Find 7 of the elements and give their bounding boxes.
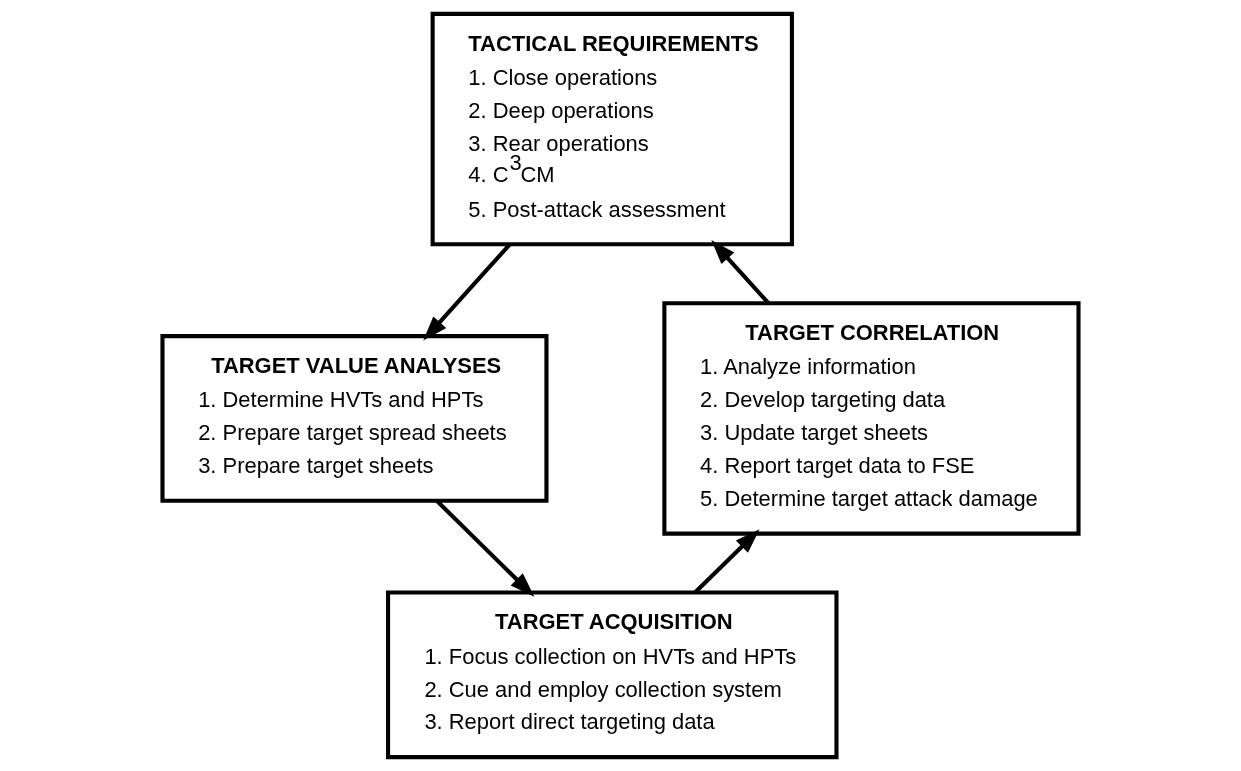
node-box: TARGET ACQUISITION 1. Focus collection on HVTs and HPTs 2. Cue and employ collection system 3. Report direct targeting data	[386, 590, 839, 760]
arrow	[711, 239, 770, 305]
node-box: TARGET CORRELATION 1. Analyze information 2. Develop targeting data 3. Update target sheets 4. Report target data to FSE 5. Determine target attack damage	[662, 301, 1081, 536]
arrow	[423, 243, 512, 341]
node-box: TARGET VALUE ANALYSES 1. Determine HVTs and HPTs 2. Prepare target spread sheets 3. Prepare target sheets	[160, 334, 549, 503]
arrow	[693, 529, 760, 594]
arrow	[435, 499, 535, 597]
